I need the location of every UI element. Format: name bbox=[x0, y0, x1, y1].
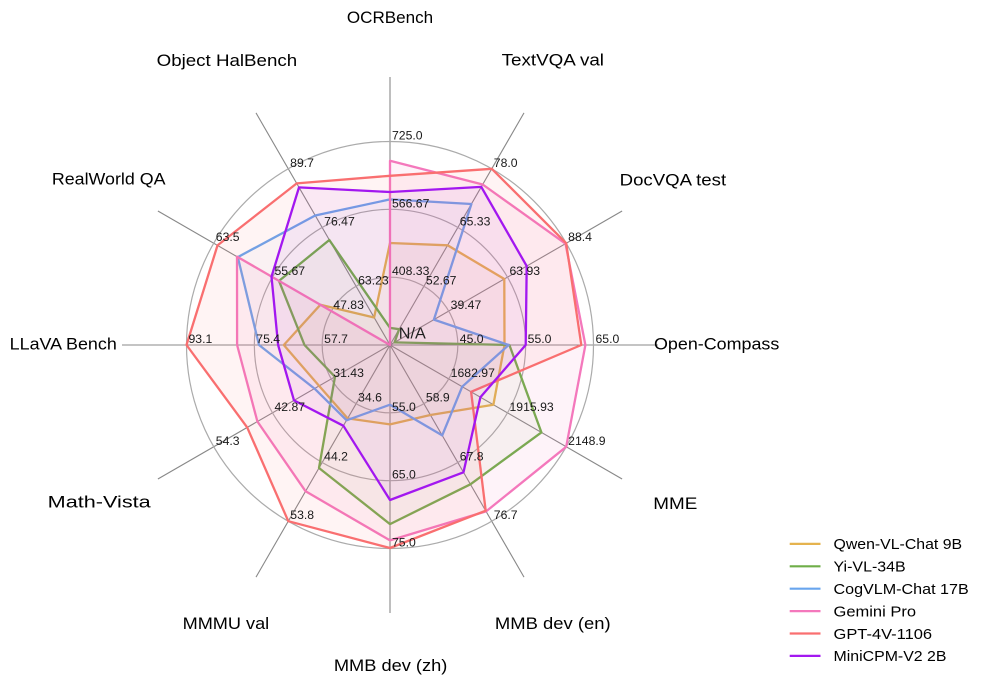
svg-text:Open-Compass: Open-Compass bbox=[654, 336, 779, 354]
svg-text:MME: MME bbox=[653, 495, 697, 513]
svg-text:67.8: 67.8 bbox=[460, 450, 484, 464]
svg-text:566.67: 566.67 bbox=[392, 196, 429, 210]
svg-text:DocVQA test: DocVQA test bbox=[620, 171, 727, 189]
svg-text:39.47: 39.47 bbox=[451, 298, 482, 312]
svg-text:63.5: 63.5 bbox=[216, 230, 240, 244]
svg-text:Math-Vista: Math-Vista bbox=[48, 494, 152, 512]
svg-text:2148.9: 2148.9 bbox=[568, 434, 605, 448]
svg-text:63.93: 63.93 bbox=[510, 264, 541, 278]
svg-text:54.3: 54.3 bbox=[216, 434, 240, 448]
svg-text:75.0: 75.0 bbox=[392, 536, 416, 550]
svg-text:OCRBench: OCRBench bbox=[347, 9, 433, 27]
svg-text:MMB dev (en): MMB dev (en) bbox=[495, 615, 611, 633]
svg-text:RealWorld QA: RealWorld QA bbox=[52, 171, 166, 189]
svg-text:65.33: 65.33 bbox=[460, 215, 491, 229]
svg-text:MMB dev (zh): MMB dev (zh) bbox=[334, 657, 448, 675]
svg-text:MiniCPM-V2 2B: MiniCPM-V2 2B bbox=[834, 648, 947, 665]
svg-text:TextVQA val: TextVQA val bbox=[502, 52, 604, 70]
svg-text:65.0: 65.0 bbox=[596, 332, 620, 346]
svg-text:N/A: N/A bbox=[399, 326, 427, 343]
svg-text:34.6: 34.6 bbox=[358, 391, 382, 405]
svg-text:52.67: 52.67 bbox=[426, 273, 457, 287]
svg-text:76.47: 76.47 bbox=[324, 215, 355, 229]
svg-text:31.43: 31.43 bbox=[333, 366, 364, 380]
svg-text:Yi-VL-34B: Yi-VL-34B bbox=[834, 559, 906, 576]
svg-text:Object HalBench: Object HalBench bbox=[157, 52, 298, 70]
svg-text:725.0: 725.0 bbox=[392, 129, 423, 143]
svg-text:89.7: 89.7 bbox=[290, 156, 314, 170]
svg-text:42.87: 42.87 bbox=[275, 400, 306, 414]
svg-text:63.23: 63.23 bbox=[358, 273, 389, 287]
svg-text:75.4: 75.4 bbox=[256, 332, 280, 346]
svg-text:47.83: 47.83 bbox=[333, 298, 364, 312]
svg-text:CogVLM-Chat 17B: CogVLM-Chat 17B bbox=[834, 581, 969, 598]
svg-text:Qwen-VL-Chat 9B: Qwen-VL-Chat 9B bbox=[834, 536, 963, 553]
svg-text:78.0: 78.0 bbox=[494, 156, 518, 170]
svg-text:1915.93: 1915.93 bbox=[510, 400, 555, 414]
svg-text:408.33: 408.33 bbox=[392, 264, 430, 278]
svg-text:93.1: 93.1 bbox=[189, 332, 213, 346]
svg-text:65.0: 65.0 bbox=[392, 468, 416, 482]
svg-text:45.0: 45.0 bbox=[460, 332, 484, 346]
svg-text:57.7: 57.7 bbox=[324, 332, 348, 346]
svg-text:76.7: 76.7 bbox=[494, 508, 518, 522]
svg-text:55.67: 55.67 bbox=[275, 264, 306, 278]
svg-text:MMMU val: MMMU val bbox=[183, 615, 270, 633]
svg-text:44.2: 44.2 bbox=[324, 450, 348, 464]
svg-text:1682.97: 1682.97 bbox=[451, 366, 495, 380]
svg-text:55.0: 55.0 bbox=[528, 332, 552, 346]
svg-text:53.8: 53.8 bbox=[290, 508, 314, 522]
svg-text:55.0: 55.0 bbox=[392, 400, 416, 414]
svg-text:Gemini Pro: Gemini Pro bbox=[834, 603, 917, 620]
svg-text:88.4: 88.4 bbox=[568, 230, 592, 244]
svg-text:LLaVA Bench: LLaVA Bench bbox=[10, 336, 117, 354]
svg-text:GPT-4V-1106: GPT-4V-1106 bbox=[834, 626, 933, 643]
svg-text:58.9: 58.9 bbox=[426, 391, 450, 405]
